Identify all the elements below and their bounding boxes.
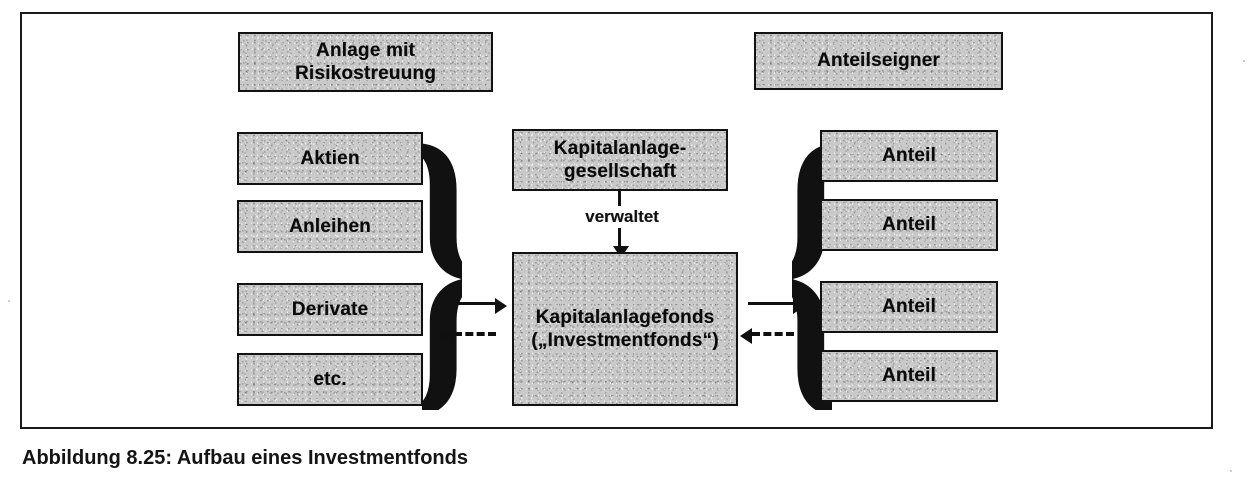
box-share-anteil-1: Anteil: [820, 130, 998, 182]
box-share-anteil-4: Anteil: [820, 350, 998, 402]
kag-line-1: Kapitalanlage-: [553, 137, 687, 159]
box-anteilseigner-label: Anteilseigner: [817, 50, 940, 72]
arrow-assets-to-fund-solid-icon: [450, 298, 507, 314]
label-verwaltet: verwaltet: [562, 206, 682, 228]
share-label: Anteil: [882, 365, 936, 387]
box-asset-anleihen: Anleihen: [237, 200, 423, 253]
arrow-shares-to-fund-dashed-icon: [740, 328, 794, 344]
asset-label: Derivate: [291, 298, 369, 320]
kag-line-2: gesellschaft: [563, 161, 677, 182]
box-anlage-line-1: Anlage mit: [315, 39, 416, 61]
share-label: Anteil: [882, 214, 936, 236]
box-anteilseigner: Anteilseigner: [754, 32, 1003, 90]
box-share-anteil-2: Anteil: [820, 199, 998, 251]
fonds-line-2: („Investmentfonds“): [531, 330, 719, 351]
scan-speck: [8, 300, 10, 302]
box-asset-aktien: Aktien: [237, 132, 423, 185]
figure-frame: Anlage mit Risikostreuung Anteilseigner …: [20, 12, 1213, 429]
figure-caption: Abbildung 8.25: Aufbau eines Investmentf…: [22, 447, 468, 469]
box-kapitalanlagegesellschaft: Kapitalanlage- gesellschaft: [512, 129, 728, 191]
share-label: Anteil: [882, 296, 936, 318]
box-asset-derivate: Derivate: [237, 283, 423, 336]
box-asset-etc: etc.: [237, 353, 423, 406]
arrow-fund-to-shares-solid-icon: [748, 298, 805, 314]
scan-speck: [1230, 470, 1232, 472]
box-share-anteil-3: Anteil: [820, 281, 998, 333]
fonds-line-1: Kapitalanlagefonds: [535, 306, 715, 328]
share-label: Anteil: [882, 145, 936, 167]
asset-label: Aktien: [300, 147, 360, 169]
scan-speck: [1243, 60, 1245, 62]
box-anlage-mit-risikostreuung: Anlage mit Risikostreuung: [238, 32, 493, 92]
asset-label: etc.: [313, 368, 347, 390]
arrow-fund-to-assets-dashed-icon: [442, 328, 496, 344]
box-kapitalanlagefonds: Kapitalanlagefonds („Investmentfonds“): [512, 252, 738, 406]
right-curly-brace-icon: }: [422, 114, 462, 410]
box-anlage-line-2: Risikostreuung: [294, 63, 437, 84]
asset-label: Anleihen: [289, 215, 371, 237]
